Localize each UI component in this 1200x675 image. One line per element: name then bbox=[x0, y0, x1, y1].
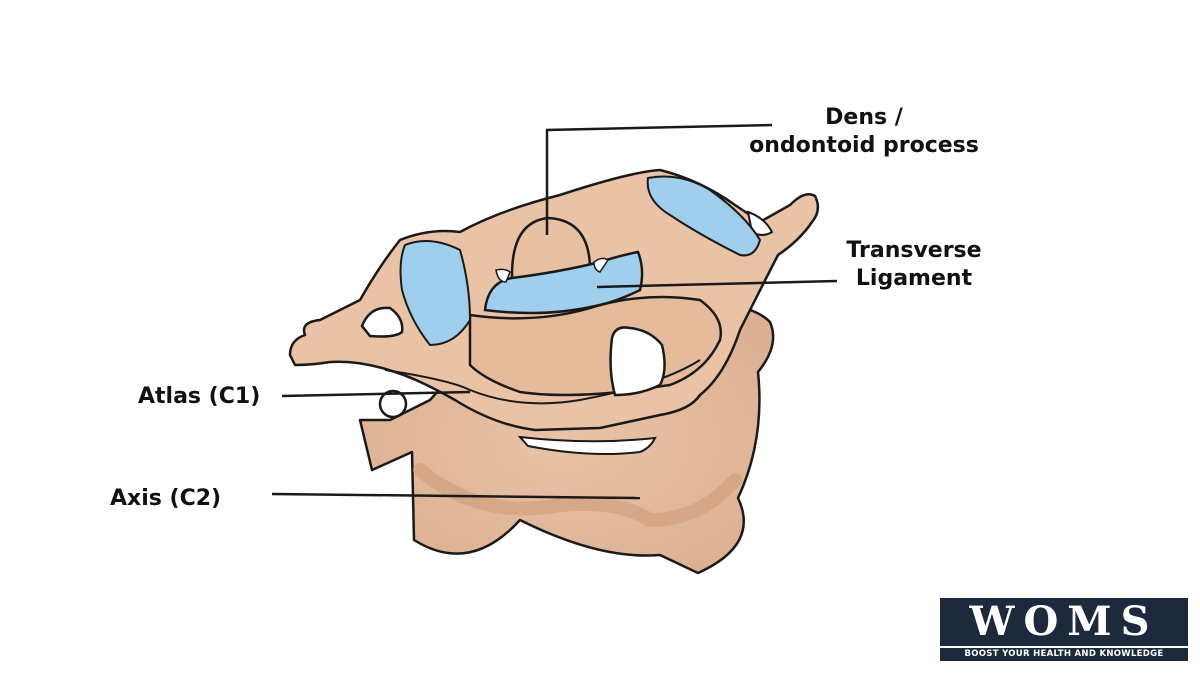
transverse-ligament-label: Transverse Ligament bbox=[836, 237, 992, 292]
dens-label-line1: Dens / bbox=[825, 105, 903, 130]
dens-label-line2: ondontoid process bbox=[749, 132, 979, 158]
right-articular-facet bbox=[646, 175, 762, 257]
dens-label: Dens / ondontoid process bbox=[748, 104, 980, 159]
dens-leader-line bbox=[545, 123, 773, 235]
dens-gap-left bbox=[495, 268, 511, 283]
left-articular-facet bbox=[399, 240, 472, 347]
vertebral-foramen bbox=[609, 326, 666, 397]
transverse-leader-line bbox=[596, 279, 838, 289]
atlas-leader-line bbox=[281, 390, 471, 398]
left-transverse-foramen bbox=[360, 306, 404, 338]
transverse-label-line2: Ligament bbox=[855, 265, 973, 291]
logo-tagline: BOOST YOUR HEALTH AND KNOWLEDGE bbox=[940, 648, 1188, 661]
axis-shadow bbox=[413, 463, 742, 528]
woms-logo: WOMS BOOST YOUR HEALTH AND KNOWLEDGE bbox=[940, 598, 1188, 664]
atlas-label: Atlas (C1) bbox=[138, 384, 261, 409]
axis-foramen bbox=[378, 389, 408, 419]
axis-lower-gap bbox=[517, 435, 657, 455]
axis-leader-line bbox=[271, 492, 641, 500]
axis-label: Axis (C2) bbox=[110, 486, 222, 511]
logo-wordmark: WOMS bbox=[940, 598, 1188, 646]
transverse-label-line1: Transverse bbox=[846, 238, 982, 263]
dens-gap-right bbox=[593, 257, 610, 273]
